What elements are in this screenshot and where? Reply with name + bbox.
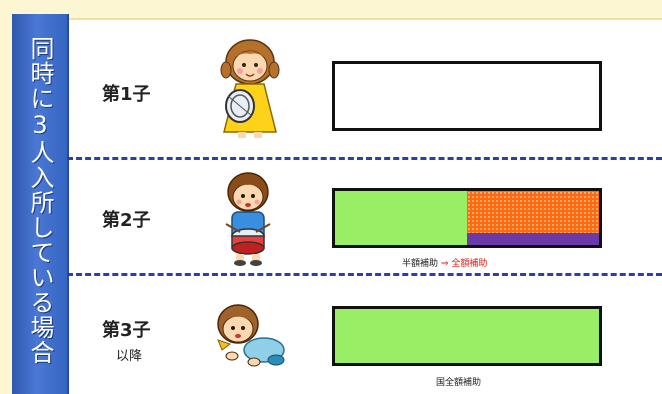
girl-with-drum-icon [218,36,282,142]
side-title: 同時に3人入所している場合 [26,36,54,365]
second-child-caption: 半額補助 ⇒ 全額補助 [402,256,487,269]
first-child-cost-box [332,61,602,131]
row-label-first-child: 第1子 [102,84,151,105]
row-sublabel-third-child: 以降 [116,349,143,364]
top-border [0,0,662,20]
row-label-second-child: 第2子 [102,210,151,231]
arrow-icon: ⇒ [440,259,449,269]
row-label-third-child: 第3子 [102,320,151,341]
side-title-panel [12,14,67,394]
full-subsidy-extension-area [467,191,599,233]
row-divider [67,273,662,276]
second-child-cost-box [332,188,602,248]
row-divider [67,157,662,160]
crawling-baby-icon [214,300,288,372]
left-border [0,0,12,394]
third-child-cost-box [332,306,602,366]
half-subsidy-area [467,233,599,245]
national-subsidy-label: 国全額補助 [436,378,482,388]
boy-with-drum-icon [222,170,274,270]
full-subsidy-label: 全額補助 [451,259,488,269]
half-subsidy-label: 半額補助 [402,259,439,269]
